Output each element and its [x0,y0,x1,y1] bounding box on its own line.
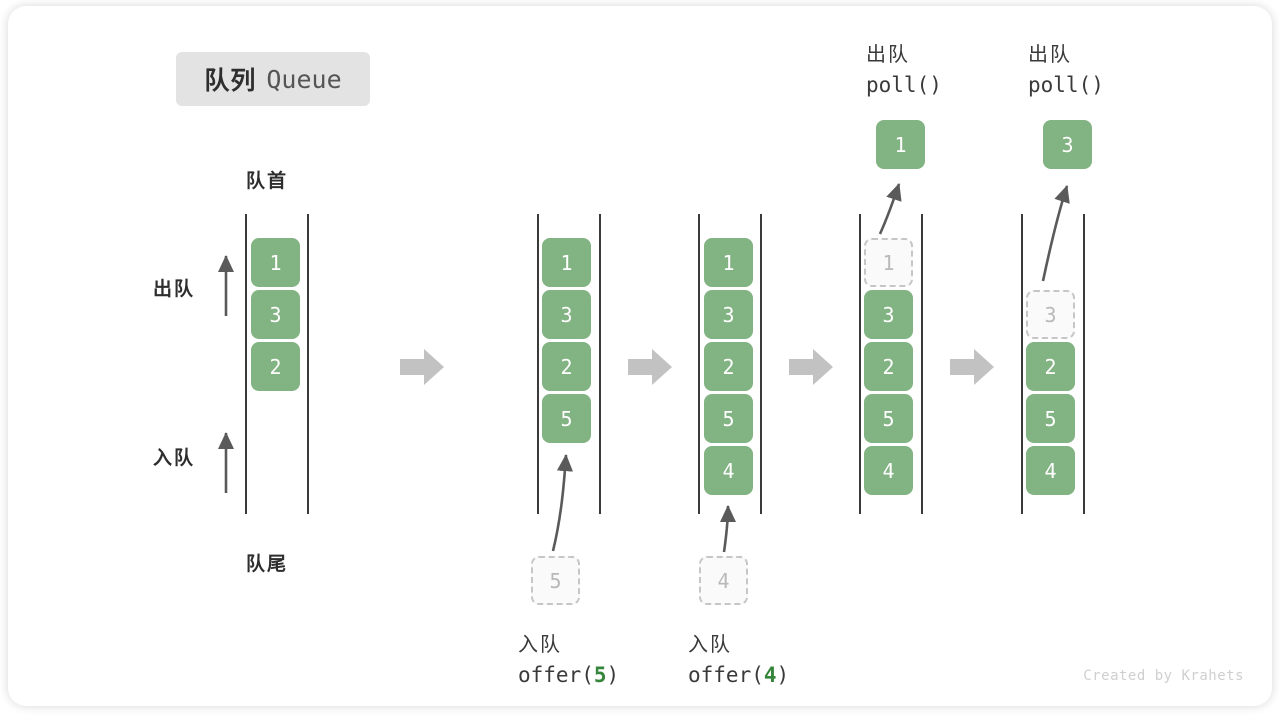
rail-left-step4 [859,214,861,514]
step-arrow-icon [950,349,994,385]
queue-element: 2 [251,342,300,391]
rail-right-step1 [307,214,309,514]
queue-element-ghost: 1 [864,238,913,287]
code-suffix: ) [776,663,790,687]
outgoing-element: 1 [876,120,925,169]
diagram-title-cn: 队列 [204,67,257,95]
rail-left-step1 [245,214,247,514]
queue-element: 5 [864,394,913,443]
queue-element: 4 [864,446,913,495]
label-queue-front: 队首 [246,171,289,192]
header-cn-step4: 出队 [866,44,910,66]
poll-3-arrow [1041,185,1070,282]
watermark-credit: Created by Krahets [1083,668,1244,684]
queue-element: 5 [542,394,591,443]
label-dequeue-direction: 出队 [153,279,196,300]
header-cn-step5: 出队 [1028,44,1072,66]
queue-element-ghost: 3 [1026,290,1075,339]
queue-element: 2 [704,342,753,391]
rail-right-step5 [1083,214,1085,514]
label-queue-rear: 队尾 [246,554,289,575]
queue-element: 5 [704,394,753,443]
diagram-title-en: Queue [266,64,342,94]
rail-left-step5 [1021,214,1023,514]
outgoing-element: 3 [1043,120,1092,169]
header-code-step5: poll() [1028,73,1104,97]
poll-1-arrow [878,183,902,235]
incoming-element-ghost: 5 [531,556,580,605]
queue-element: 2 [864,342,913,391]
rail-right-step3 [760,214,762,514]
code-arg: 4 [763,663,777,687]
queue-element: 2 [1026,342,1075,391]
queue-element: 3 [251,290,300,339]
offer-4-arrow [719,504,737,553]
queue-element: 3 [704,290,753,339]
step-arrow-icon [400,349,444,385]
queue-element: 1 [251,238,300,287]
rail-left-step3 [698,214,700,514]
queue-element: 3 [542,290,591,339]
step-arrow-icon [628,349,672,385]
queue-element: 4 [1026,446,1075,495]
queue-element: 2 [542,342,591,391]
code-prefix: offer( [688,663,764,687]
code-suffix: ) [606,663,620,687]
queue-element: 5 [1026,394,1075,443]
caption-cn-step3: 入队 [688,634,732,656]
queue-element: 3 [864,290,913,339]
diagram-card: 队列 Queue 队首 队尾 出队 入队 1 3 2 1 3 2 5 5 入队 … [8,6,1272,706]
header-code-step4: poll() [866,73,942,97]
caption-cn-step2: 入队 [518,634,562,656]
queue-element: 4 [704,446,753,495]
caption-code-step2: offer(5) [518,663,619,687]
rail-right-step2 [599,214,601,514]
offer-5-arrow [551,453,574,552]
code-prefix: offer( [518,663,594,687]
incoming-element-ghost: 4 [699,556,748,605]
diagram-title-chip: 队列 Queue [176,52,370,106]
code-arg: 5 [593,663,607,687]
step-arrow-icon [789,349,833,385]
queue-element: 1 [704,238,753,287]
queue-element: 1 [542,238,591,287]
label-enqueue-direction: 入队 [153,448,196,469]
rail-right-step4 [921,214,923,514]
rail-left-step2 [537,214,539,514]
caption-code-step3: offer(4) [688,663,789,687]
